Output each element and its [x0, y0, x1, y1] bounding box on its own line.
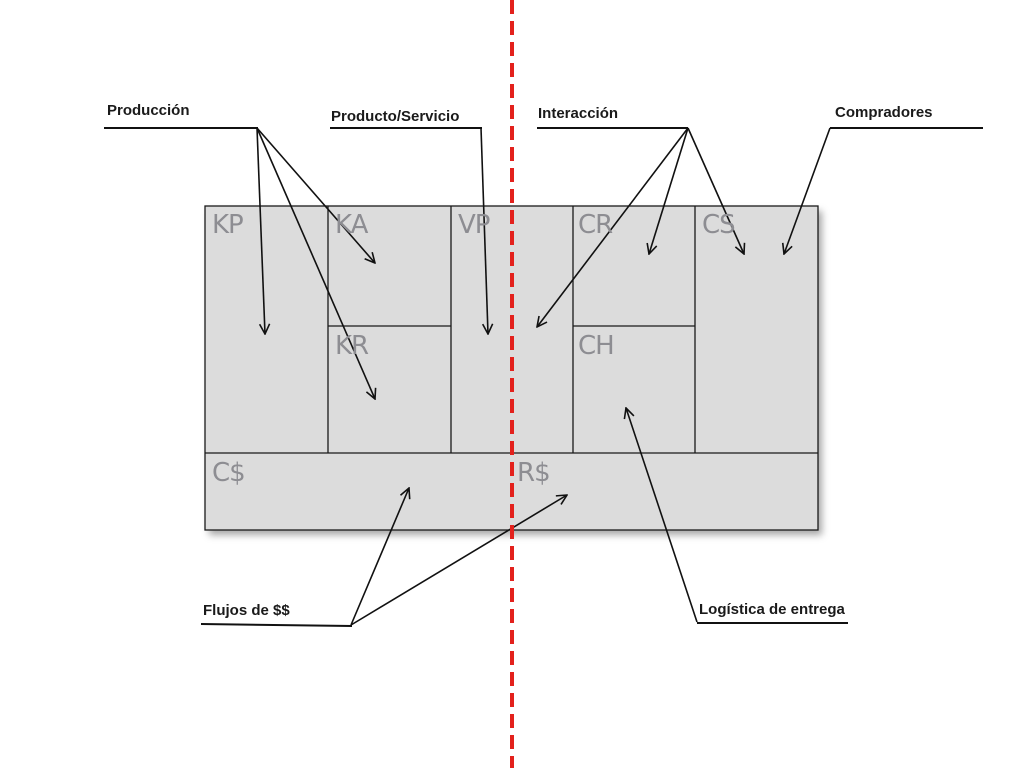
arrow-logistica-to-ch	[626, 408, 698, 623]
cell-cs-label: CS	[702, 210, 736, 240]
arrow-produccion-to-kp	[256, 127, 265, 334]
arrow-produccion-to-kr	[256, 127, 375, 399]
cell-kr-label: KR	[335, 331, 369, 361]
arrow-flujos-to-revenue	[350, 495, 567, 626]
underline-flujos	[200, 623, 353, 627]
cell-kp-label: KP	[212, 210, 244, 240]
callout-logistica: Logística de entrega	[699, 601, 845, 618]
callout-flujos: Flujos de $$	[203, 602, 290, 619]
cell-cost-label: C$	[212, 458, 246, 488]
arrow-interaccion-to-cr	[649, 127, 689, 254]
arrow-produccion-to-ka	[256, 127, 375, 263]
callout-interaccion: Interacción	[538, 105, 619, 122]
callout-compradores: Compradores	[835, 104, 933, 121]
arrow-interaccion-to-vp	[537, 127, 689, 327]
cell-vp-label: VP	[458, 210, 490, 240]
arrow-producto-to-vp	[480, 127, 488, 334]
cell-ch-label: CH	[578, 331, 615, 361]
callout-produccion: Producción	[107, 102, 190, 119]
cell-ka-label: KA	[335, 210, 368, 240]
arrow-compradores-to-cs	[784, 127, 831, 254]
arrow-interaccion-to-cs	[687, 127, 744, 254]
callout-producto-servicio: Producto/Servicio	[331, 108, 460, 125]
arrow-flujos-to-cost	[350, 488, 409, 626]
cell-revenue-label: R$	[517, 458, 551, 488]
cell-cr-label: CR	[578, 210, 613, 240]
